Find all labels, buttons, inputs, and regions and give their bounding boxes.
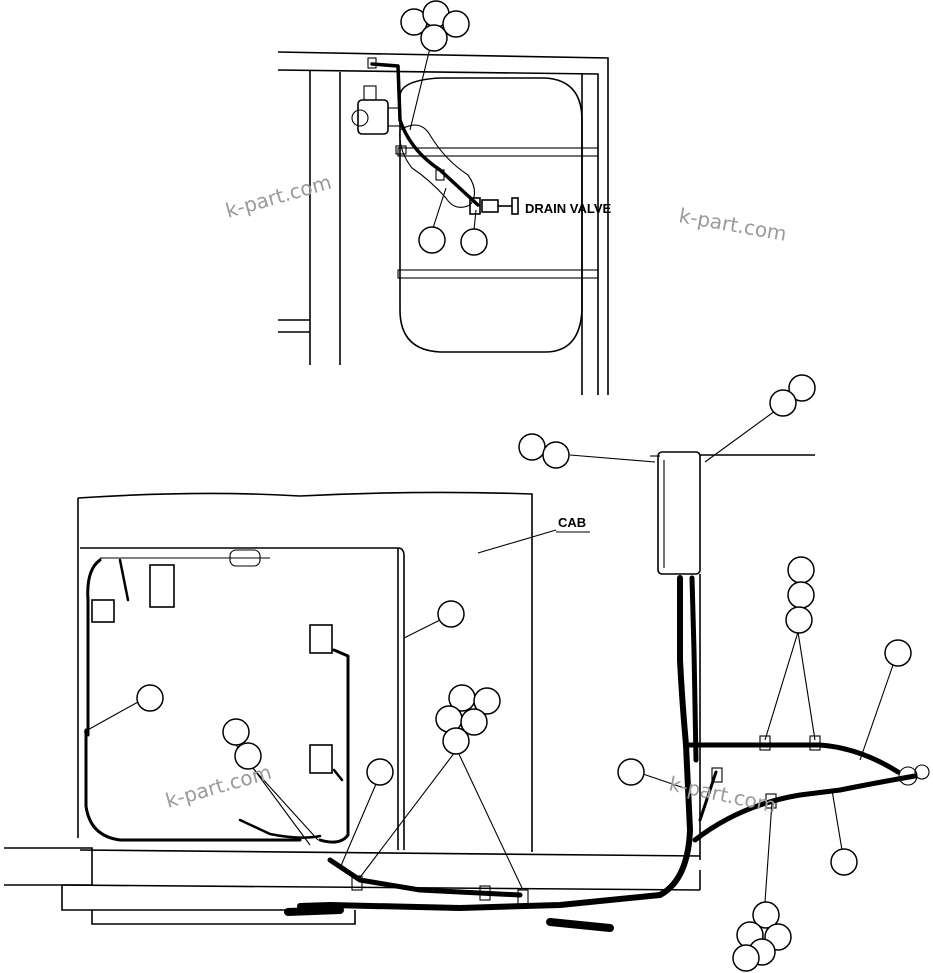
callout-fitting — [339, 758, 394, 869]
watermark-3: k-part.com — [163, 760, 274, 813]
callout-clamps-right — [764, 556, 816, 741]
air-dryer — [650, 451, 815, 860]
callout-dryer-top — [704, 374, 816, 463]
drain-valve-label: DRAIN VALVE — [525, 201, 612, 216]
watermark-1: k-part.com — [223, 170, 334, 223]
hose-runs — [284, 575, 930, 932]
air-valve-assembly — [351, 57, 480, 207]
watermark-2: k-part.com — [677, 203, 788, 246]
drain-valve: DRAIN VALVE — [469, 197, 612, 216]
callout-dryer-hose — [617, 758, 691, 791]
upper-frame — [277, 51, 609, 395]
watermark-4: k-part.com — [667, 771, 779, 817]
callout-panel-left — [83, 684, 164, 733]
callout-bottom-right — [830, 789, 858, 876]
callout-group-top — [400, 0, 470, 131]
callout-panel-bottom — [222, 718, 319, 846]
callout-bottom-cluster — [732, 801, 792, 972]
callout-hose-end — [859, 639, 912, 761]
callout-group-drain — [418, 187, 488, 256]
callout-dryer-left — [518, 433, 656, 469]
callout-center-group — [357, 684, 523, 889]
frame-rails — [4, 847, 701, 925]
cab-label: CAB — [558, 515, 586, 530]
callout-panel-right — [403, 600, 465, 639]
cab-body: CAB — [77, 491, 701, 857]
